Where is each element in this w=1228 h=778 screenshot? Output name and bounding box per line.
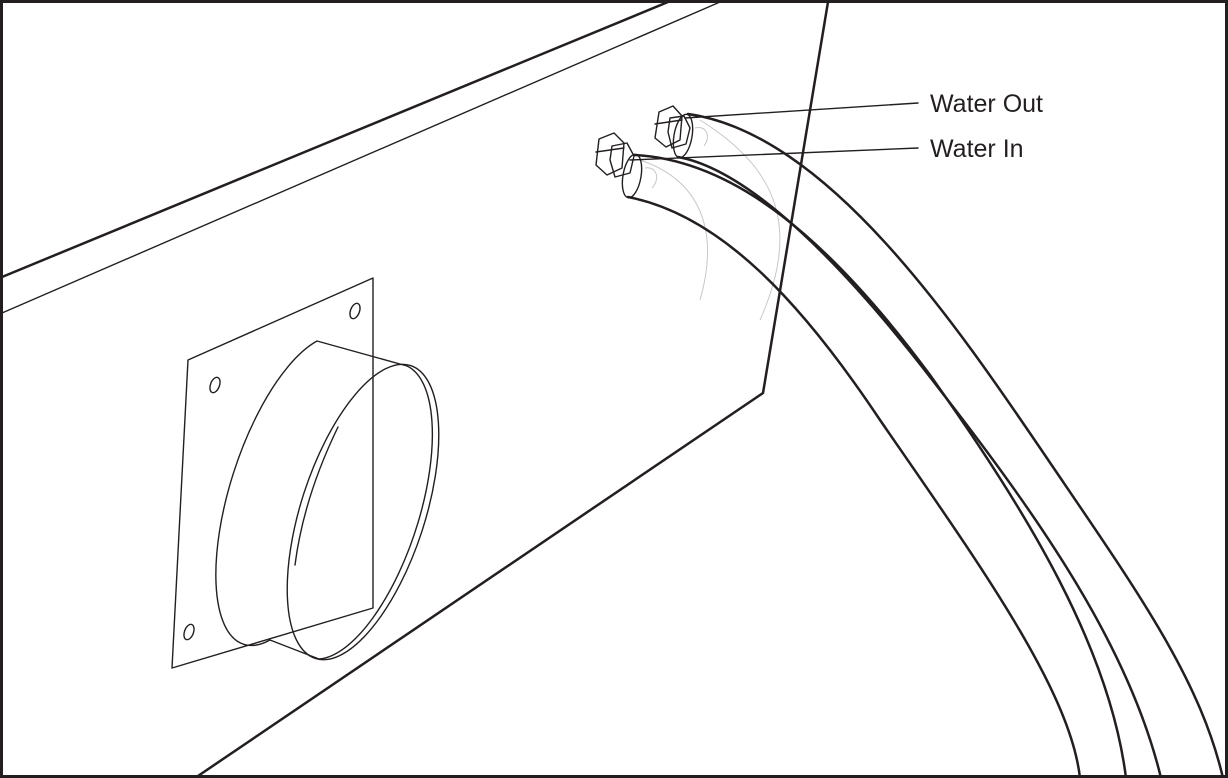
- water-out-leader-line: [684, 102, 919, 119]
- screw-hole-bottom-left: [183, 623, 195, 641]
- cabinet-side-edge: [193, 0, 830, 778]
- vent-mounting-plate: [171, 277, 374, 669]
- cabinet-top-edge: [0, 0, 670, 279]
- vent-duct-opening: [286, 363, 440, 661]
- water-in-label: Water In: [930, 135, 1024, 163]
- water-in-hose: [621, 153, 1128, 778]
- screw-hole-top-left: [209, 376, 221, 394]
- water-in-fitting-icon: [595, 132, 635, 178]
- water-in-leader-line: [629, 147, 919, 161]
- vent-duct-inner-edge: [294, 426, 339, 566]
- exhaust-vent-duct: [215, 340, 440, 661]
- water-out-hose: [672, 112, 1225, 778]
- water-out-fitting-icon: [654, 105, 691, 149]
- screw-hole-top-right: [349, 302, 361, 320]
- cabinet-top-bevel: [1, 1, 721, 314]
- water-out-label: Water Out: [930, 90, 1043, 118]
